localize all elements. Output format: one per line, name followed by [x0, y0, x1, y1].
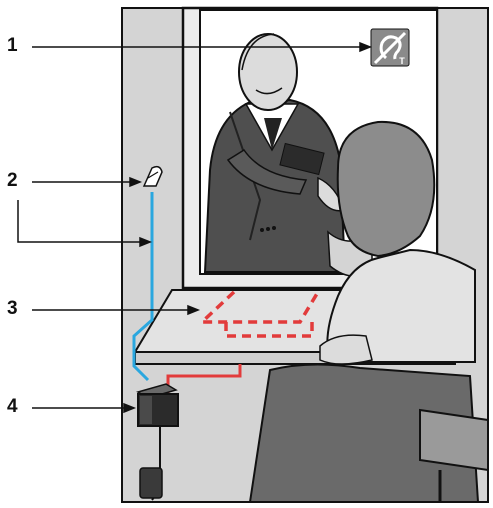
callout-number-3: 3	[7, 298, 18, 320]
sign-t-letter: T	[399, 56, 405, 66]
callout-number-2: 2	[7, 170, 18, 192]
callout-number-4: 4	[7, 396, 18, 418]
power-outlet	[140, 468, 162, 498]
callout-number-1: 1	[7, 35, 18, 57]
hearing-loop-sign: T	[371, 29, 409, 66]
